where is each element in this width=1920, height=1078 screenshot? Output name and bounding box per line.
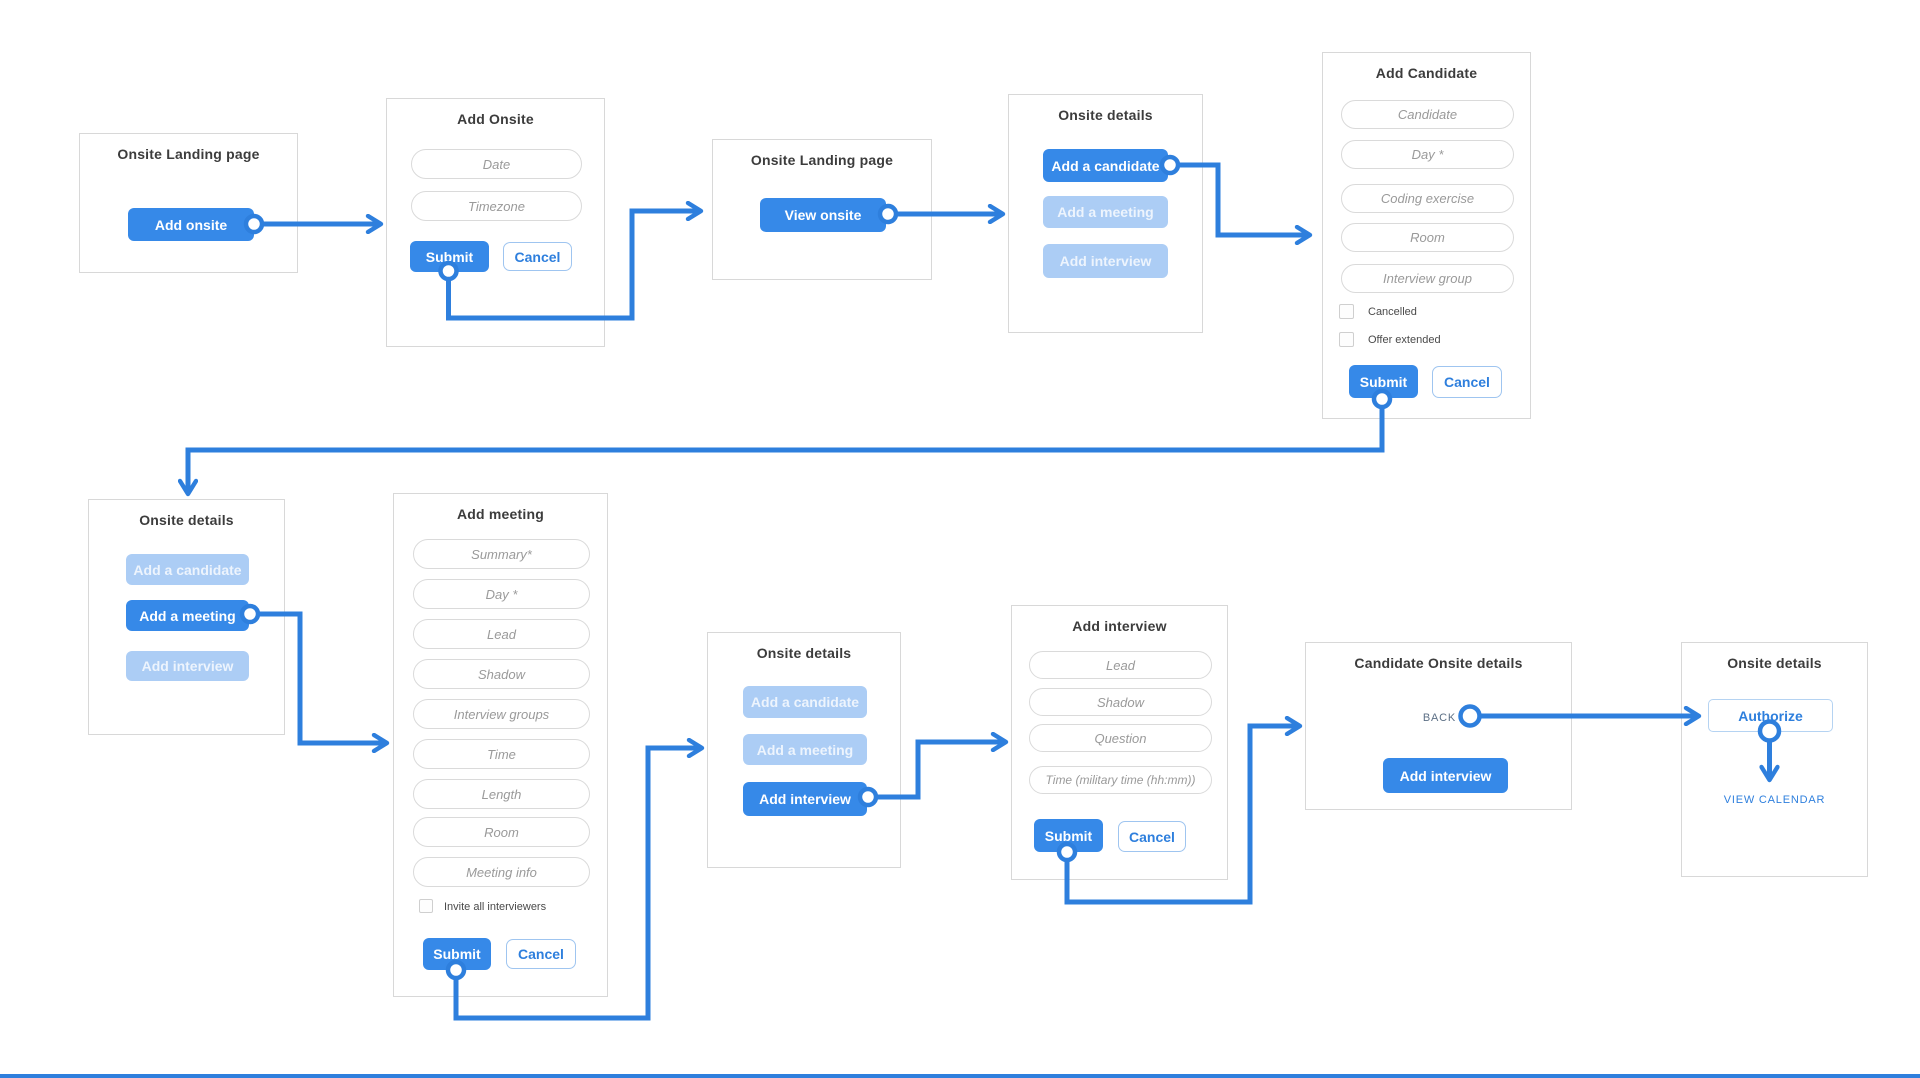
timezone-input[interactable]: Timezone: [411, 191, 582, 221]
day-input[interactable]: Day *: [1341, 140, 1514, 169]
add-meeting-button-disabled: Add a meeting: [1043, 196, 1168, 228]
panel-onsite-landing-2: Onsite Landing page View onsite: [712, 139, 932, 280]
bottom-edge-strip: [0, 1074, 1920, 1078]
add-interview-button[interactable]: Add interview: [1383, 758, 1508, 793]
add-candidate-button[interactable]: Add a candidate: [1043, 149, 1168, 182]
back-link[interactable]: BACK: [1422, 712, 1456, 724]
day-input[interactable]: Day *: [413, 579, 590, 609]
panel-onsite-details-2: Onsite details Add a candidate Add a mee…: [88, 499, 285, 735]
panel-title: Onsite details: [1727, 655, 1822, 671]
submit-button[interactable]: Submit: [1349, 365, 1418, 398]
panel-title: Add Candidate: [1375, 65, 1478, 81]
panel-add-onsite: Add Onsite Date Timezone Submit Cancel: [386, 98, 605, 347]
view-onsite-button[interactable]: View onsite: [760, 198, 886, 232]
view-calendar-link[interactable]: VIEW CALENDAR: [1723, 794, 1826, 806]
room-input[interactable]: Room: [1341, 223, 1514, 252]
candidate-input[interactable]: Candidate: [1341, 100, 1514, 129]
add-meeting-button-disabled: Add a meeting: [743, 734, 867, 765]
shadow-input[interactable]: Shadow: [1029, 688, 1212, 716]
panel-onsite-details-4: Onsite details Authorize VIEW CALENDAR: [1681, 642, 1868, 877]
cancel-button[interactable]: Cancel: [506, 939, 576, 969]
interview-group-input[interactable]: Interview group: [1341, 264, 1514, 293]
panel-title: Add interview: [1072, 618, 1167, 634]
summary-input[interactable]: Summary*: [413, 539, 590, 569]
date-input[interactable]: Date: [411, 149, 582, 179]
submit-button[interactable]: Submit: [1034, 819, 1103, 852]
cancel-button[interactable]: Cancel: [1118, 821, 1186, 852]
add-interview-button-disabled: Add interview: [126, 651, 249, 681]
coding-exercise-input[interactable]: Coding exercise: [1341, 184, 1514, 213]
add-candidate-button-disabled: Add a candidate: [126, 554, 249, 585]
panel-add-meeting: Add meeting Summary* Day * Lead Shadow I…: [393, 493, 608, 997]
add-candidate-button-disabled: Add a candidate: [743, 686, 867, 718]
add-onsite-button[interactable]: Add onsite: [128, 208, 254, 241]
submit-button[interactable]: Submit: [410, 241, 489, 272]
panel-title: Add meeting: [457, 506, 544, 522]
add-meeting-button[interactable]: Add a meeting: [126, 600, 249, 631]
offer-extended-label: Offer extended: [1368, 334, 1441, 346]
cancelled-label: Cancelled: [1368, 306, 1417, 318]
question-input[interactable]: Question: [1029, 724, 1212, 752]
panel-title: Onsite details: [139, 512, 234, 528]
panel-title: Candidate Onsite details: [1354, 655, 1523, 671]
panel-onsite-details-1: Onsite details Add a candidate Add a mee…: [1008, 94, 1203, 333]
panel-add-interview: Add interview Lead Shadow Question Time …: [1011, 605, 1228, 880]
panel-add-candidate: Add Candidate Candidate Day * Coding exe…: [1322, 52, 1531, 419]
length-input[interactable]: Length: [413, 779, 590, 809]
interview-groups-input[interactable]: Interview groups: [413, 699, 590, 729]
offer-extended-checkbox[interactable]: [1339, 332, 1354, 347]
panel-title: Onsite Landing page: [117, 146, 260, 162]
cancelled-checkbox[interactable]: [1339, 304, 1354, 319]
time-input[interactable]: Time (military time (hh:mm)): [1029, 766, 1212, 794]
room-input[interactable]: Room: [413, 817, 590, 847]
submit-button[interactable]: Submit: [423, 938, 491, 970]
panel-title: Onsite details: [1058, 107, 1153, 123]
meeting-info-input[interactable]: Meeting info: [413, 857, 590, 887]
panel-title: Onsite Landing page: [750, 152, 894, 168]
arrow-candidate-submit-to-details: [188, 402, 1385, 492]
add-interview-button-disabled: Add interview: [1043, 244, 1168, 278]
lead-input[interactable]: Lead: [413, 619, 590, 649]
authorize-button[interactable]: Authorize: [1708, 699, 1833, 732]
panel-title: Onsite details: [756, 645, 852, 661]
cancel-button[interactable]: Cancel: [503, 242, 572, 271]
invite-all-interviewers-label: Invite all interviewers: [444, 901, 547, 913]
shadow-input[interactable]: Shadow: [413, 659, 590, 689]
panel-onsite-details-3: Onsite details Add a candidate Add a mee…: [707, 632, 901, 868]
time-input[interactable]: Time: [413, 739, 590, 769]
panel-candidate-onsite-details: Candidate Onsite details BACK Add interv…: [1305, 642, 1572, 810]
add-interview-button[interactable]: Add interview: [743, 782, 867, 816]
invite-all-interviewers-checkbox[interactable]: [419, 899, 433, 913]
cancel-button[interactable]: Cancel: [1432, 366, 1502, 398]
panel-title: Add Onsite: [457, 111, 534, 127]
panel-onsite-landing-1: Onsite Landing page Add onsite: [79, 133, 298, 273]
lead-input[interactable]: Lead: [1029, 651, 1212, 679]
